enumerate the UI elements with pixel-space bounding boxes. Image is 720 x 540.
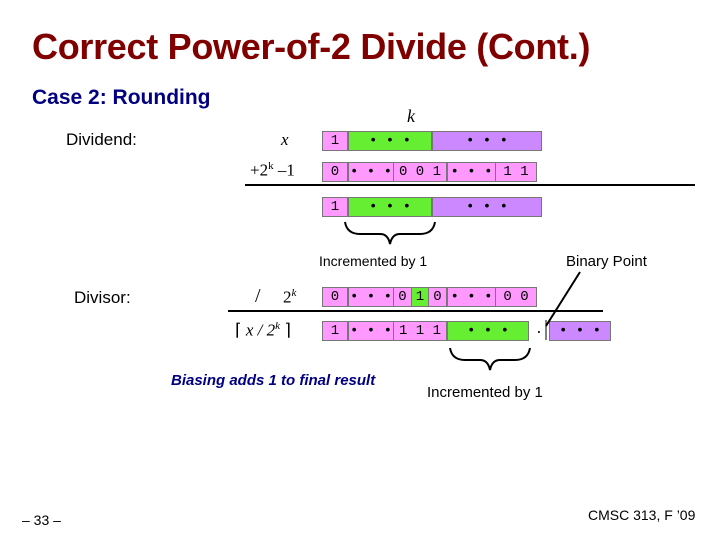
binary-point-label: Binary Point — [566, 253, 647, 270]
bit-cell-dots: • • • — [348, 321, 393, 341]
bit-cell-dots: • • • — [447, 287, 495, 307]
plus-exponent: k — [268, 160, 274, 172]
two-exponent: k — [291, 287, 297, 299]
dividend-label: Dividend: — [66, 130, 137, 149]
incremented-label-top: Incremented by 1 — [319, 253, 428, 269]
binary-point-arrow — [545, 271, 581, 327]
bit-cell-highlight: 1 — [411, 287, 429, 307]
bit-cell: 1 — [322, 197, 348, 217]
course-footer: CMSC 313, F ’09 — [588, 507, 696, 523]
plus-two-text: +2 — [250, 160, 269, 180]
bit-cell: 0 — [429, 287, 447, 307]
incremented-label-bottom: Incremented by 1 — [427, 384, 543, 401]
bit-cell-dots: • • • — [348, 287, 393, 307]
bit-row-quotient: 1 • • • 1 1 1 • • • . • • • — [322, 321, 611, 341]
divide-slash: / — [255, 285, 261, 307]
bit-row-sum: 1 • • • • • • — [322, 197, 542, 217]
ceil-left: ⌈ — [235, 320, 242, 340]
ceil-expression: x / 2 — [241, 320, 276, 340]
plus-2k-minus-1-label: +2k –1 — [250, 160, 295, 181]
bit-row-bias: 0 • • • 0 0 1 • • • 1 1 — [322, 162, 537, 182]
ceil-right: ⌉ — [280, 320, 291, 340]
bit-cell-group: 1 1 1 — [393, 321, 447, 341]
two-base: 2 — [283, 287, 292, 307]
bit-cell-group: 0 0 — [495, 287, 537, 307]
biasing-note: Biasing adds 1 to final result — [171, 372, 376, 389]
bit-cell: 0 — [393, 287, 411, 307]
bit-cell-dots: • • • — [348, 197, 432, 217]
bit-cell: 1 — [322, 131, 348, 151]
page-title: Correct Power-of-2 Divide (Cont.) — [32, 26, 591, 67]
k-label: k — [407, 106, 415, 126]
bit-cell-dots: • • • — [432, 131, 542, 151]
bottom-brace — [449, 347, 531, 371]
binary-point-dot: . — [534, 322, 544, 338]
bit-cell-dots: • • • — [447, 162, 495, 182]
bit-row-divisor: 0 • • • 0 1 0 • • • 0 0 — [322, 287, 537, 307]
ceiling-label: ⌈ x / 2k ⌉ — [235, 320, 291, 341]
minus-one-text: –1 — [273, 160, 295, 180]
two-to-k-label: 2k — [283, 287, 296, 308]
bit-cell-dots: • • • — [432, 197, 542, 217]
bit-cell-group: 0 0 1 — [393, 162, 447, 182]
bit-cell-dots: • • • — [549, 321, 611, 341]
top-brace — [344, 221, 436, 245]
bit-cell-group: 1 1 — [495, 162, 537, 182]
divisor-label: Divisor: — [74, 288, 131, 307]
bit-cell-dots: • • • — [348, 131, 432, 151]
sum-rule — [245, 184, 695, 186]
page-number: – 33 – — [22, 512, 61, 528]
division-rule — [228, 310, 603, 312]
bit-cell-dots: • • • — [348, 162, 393, 182]
bit-row-x: 1 • • • • • • — [322, 131, 542, 151]
case-subtitle: Case 2: Rounding — [32, 86, 211, 109]
bit-cell: 0 — [322, 287, 348, 307]
ceil-exponent: k — [275, 320, 281, 332]
bit-cell: 0 — [322, 162, 348, 182]
x-label: x — [281, 130, 289, 149]
bit-cell: 1 — [322, 321, 348, 341]
bit-cell-dots: • • • — [447, 321, 529, 341]
